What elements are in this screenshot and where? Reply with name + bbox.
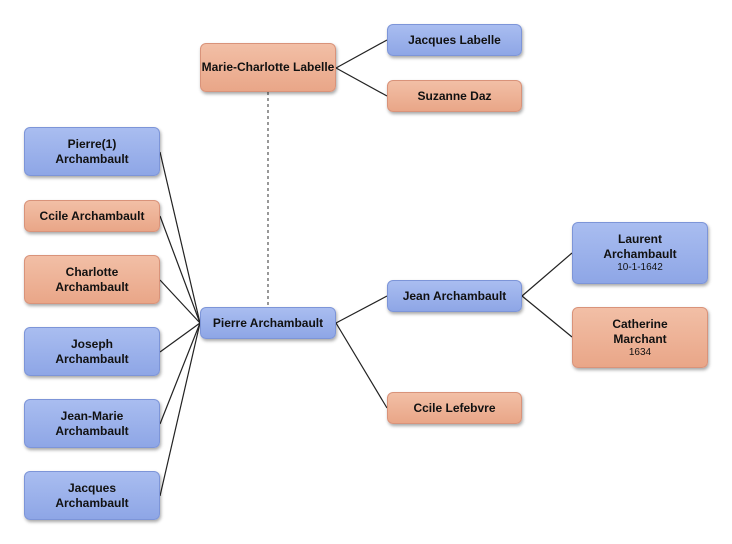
node-name: Pierre Archambault: [212, 315, 324, 330]
connector-line: [159, 151, 201, 324]
node-name: Laurent Archambault: [603, 232, 677, 261]
node-pierre-archambault[interactable]: Pierre Archambault: [200, 307, 336, 339]
node-name: Pierre(1) Archambault: [55, 136, 129, 166]
node-name: Ccile Lefebvre: [413, 400, 496, 415]
node-laurent-archambault[interactable]: Laurent Archambault 10-1-1642: [572, 222, 708, 284]
node-marie-charlotte-labelle[interactable]: Marie-Charlotte Labelle: [200, 43, 336, 92]
node-name: Jacques Archambault: [55, 480, 129, 510]
node-pierre1-archambault[interactable]: Pierre(1) Archambault: [24, 127, 160, 176]
node-name: Joseph Archambault: [55, 336, 129, 366]
connector-line: [335, 67, 388, 97]
connector-line: [159, 215, 201, 324]
connector-line: [335, 39, 388, 69]
node-name: Jean-Marie Archambault: [55, 408, 129, 438]
node-name: Suzanne Daz: [417, 88, 492, 103]
node-jacques-archambault[interactable]: Jacques Archambault: [24, 471, 160, 520]
node-date: 10-1-1642: [617, 262, 663, 273]
node-name: Marie-Charlotte Labelle: [201, 60, 335, 74]
node-name: Jean Archambault: [402, 288, 507, 303]
node-name: Charlotte Archambault: [55, 264, 129, 294]
node-date: 1634: [628, 346, 652, 358]
connector-line: [159, 279, 201, 324]
node-joseph-archambault[interactable]: Joseph Archambault: [24, 327, 160, 376]
connector-line: [521, 252, 573, 297]
connector-line: [159, 322, 201, 425]
connector-line: [335, 322, 388, 409]
node-charlotte-archambault[interactable]: Charlotte Archambault: [24, 255, 160, 304]
node-ccile-archambault[interactable]: Ccile Archambault: [24, 200, 160, 232]
connector-line: [335, 295, 388, 324]
connector-line: [159, 322, 201, 353]
node-name: Ccile Archambault: [39, 208, 145, 223]
node-name: Catherine Marchant: [612, 316, 668, 346]
node-jacques-labelle[interactable]: Jacques Labelle: [387, 24, 522, 56]
node-jean-marie-archambault[interactable]: Jean-Marie Archambault: [24, 399, 160, 448]
node-jean-archambault[interactable]: Jean Archambault: [387, 280, 522, 312]
node-suzanne-daz[interactable]: Suzanne Daz: [387, 80, 522, 112]
node-catherine-marchant[interactable]: Catherine Marchant 1634: [572, 307, 708, 368]
connector-line: [521, 295, 573, 338]
node-ccile-lefebvre[interactable]: Ccile Lefebvre: [387, 392, 522, 424]
connector-line: [159, 322, 201, 497]
node-name: Jacques Labelle: [408, 32, 501, 47]
